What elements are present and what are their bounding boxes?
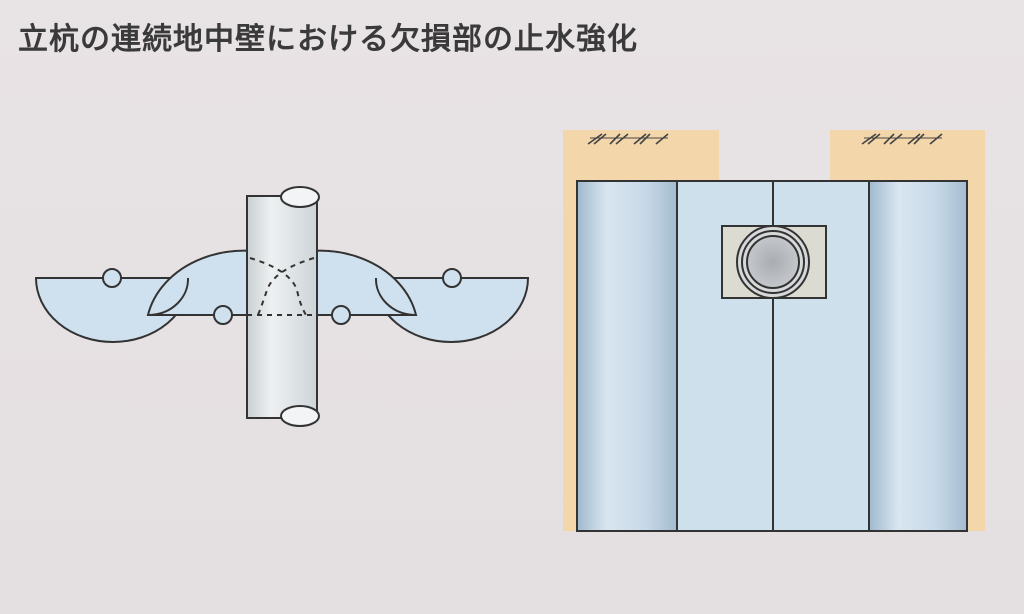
hole-circle	[442, 268, 462, 288]
hole-circle	[102, 268, 122, 288]
hidden-line-left	[249, 257, 307, 316]
page-title: 立杭の連続地中壁における欠損部の止水強化	[18, 22, 638, 57]
repair-core-inner	[746, 235, 800, 289]
wall-column-right	[868, 180, 968, 532]
elevation-view-diagram	[563, 130, 985, 532]
ground-hatch-icon	[587, 133, 669, 145]
shaft-top-ellipse	[280, 186, 320, 208]
shaft-bottom-ellipse	[280, 405, 320, 427]
plan-view-diagram	[34, 186, 530, 427]
vertical-shaft	[246, 195, 318, 419]
hidden-line-right	[257, 257, 315, 316]
repair-core-ring	[741, 230, 805, 294]
hole-circle	[213, 305, 233, 325]
wall-column-left	[576, 180, 678, 532]
ground-hatch-icon	[861, 133, 943, 145]
hole-circle	[331, 305, 351, 325]
